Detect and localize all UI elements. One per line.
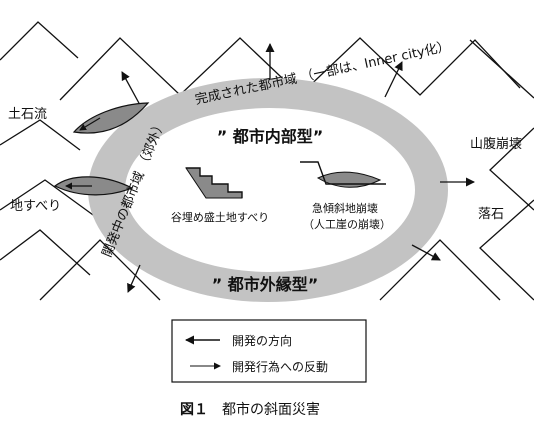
legend: 開発の方向 開発行為への反動 bbox=[171, 319, 367, 383]
ridge-bottom-right bbox=[379, 239, 501, 301]
legend-box bbox=[171, 319, 367, 383]
ridge-right-upper bbox=[469, 39, 534, 99]
label-landslide: 地すべり bbox=[10, 199, 61, 214]
inner-type-label: ” 都市内部型” bbox=[217, 127, 324, 146]
development-arrows bbox=[121, 43, 475, 293]
label-debris-flow: 土石流 bbox=[8, 107, 47, 122]
ridge-left-upper bbox=[0, 21, 79, 61]
inner-slope-symbols bbox=[185, 161, 386, 199]
label-mountain-collapse: 山腹崩壊 bbox=[470, 136, 522, 152]
debris-flow-shapes bbox=[53, 102, 150, 196]
valley-fill-slope-profile bbox=[186, 167, 243, 198]
outer-type-label: ” 都市外縁型” bbox=[212, 275, 319, 294]
ridge-left-lower bbox=[0, 179, 101, 221]
landslide-shape bbox=[53, 176, 134, 196]
figure-caption: 都市の斜面災害 bbox=[222, 401, 320, 418]
steep-slope-profile bbox=[300, 161, 386, 185]
mountain-ridges bbox=[0, 21, 534, 301]
ridge-right-mid bbox=[489, 127, 534, 211]
label-rockfall: 落石 bbox=[478, 207, 504, 222]
legend-reaction-label: 開発行為への反動 bbox=[232, 360, 328, 374]
ridge-left-mid bbox=[0, 119, 81, 151]
valley-fill-slope-symbol bbox=[185, 167, 243, 199]
development-arrow-bottom-left bbox=[127, 264, 141, 293]
development-arrow-upper-left bbox=[121, 71, 141, 106]
debris-flow-shape bbox=[72, 102, 150, 134]
ridge-left-bottom bbox=[0, 229, 91, 276]
development-arrow-upper-right bbox=[384, 61, 403, 98]
inner-item-artificial-cliff: （人工崖の崩壊） bbox=[303, 217, 391, 231]
inner-item-steep-slope: 急傾斜地崩壊 bbox=[312, 201, 378, 215]
ridge-bottom-left bbox=[39, 239, 161, 301]
legend-development-label: 開発の方向 bbox=[232, 333, 292, 348]
ridge-right-lower bbox=[479, 199, 534, 301]
development-arrow-lower-right bbox=[411, 244, 441, 261]
urban-ring bbox=[88, 78, 448, 302]
steep-slope-collapse-symbol bbox=[316, 171, 382, 188]
debris-flow-arrow bbox=[79, 117, 101, 131]
figure-number: 図１ bbox=[180, 402, 208, 418]
inner-item-valley-fill: 谷埋め盛土地すべり bbox=[171, 210, 269, 224]
